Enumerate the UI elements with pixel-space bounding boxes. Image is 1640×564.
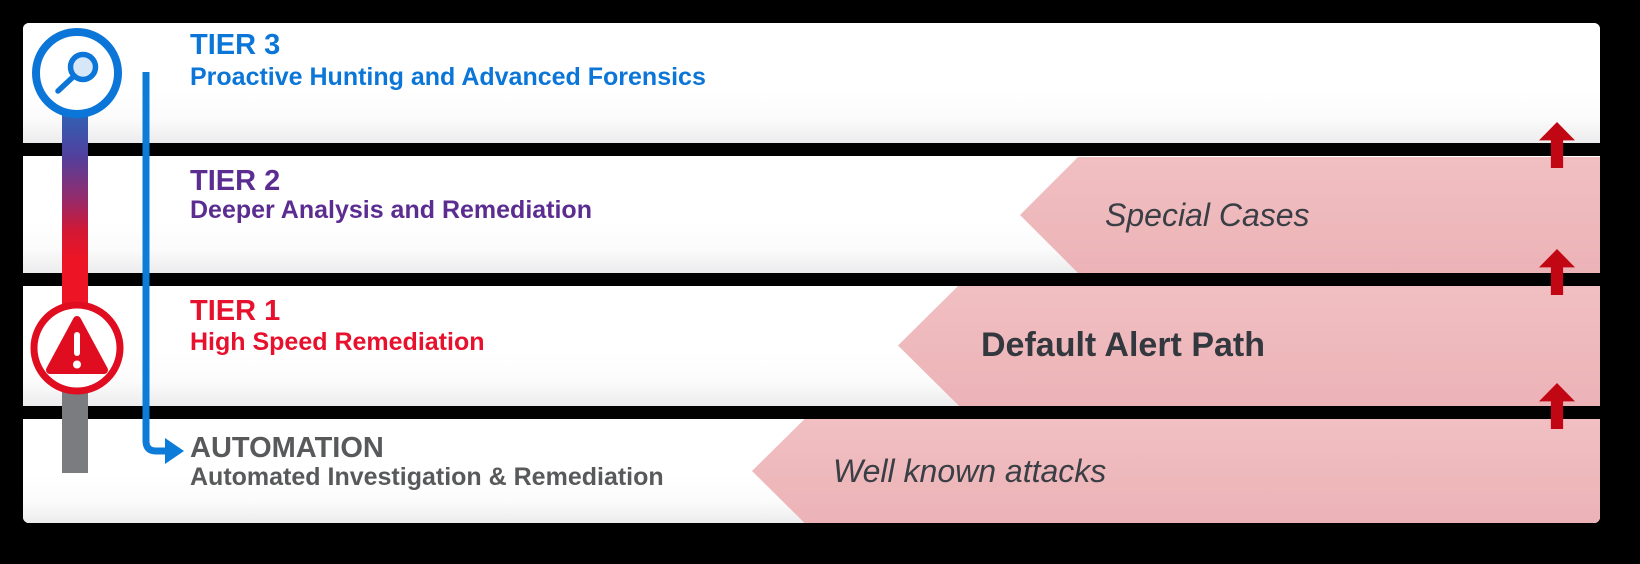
escalation-path-arrow: [142, 72, 184, 464]
banner-special-cases-label: Special Cases: [1105, 196, 1310, 233]
tier2-title: TIER 2: [190, 165, 281, 197]
banner-well-known-attacks-label: Well known attacks: [833, 452, 1107, 489]
severity-gradient-bar: [62, 112, 88, 473]
automation-subtitle: Automated Investigation & Remediation: [190, 463, 664, 491]
banner-special-cases: Special Cases: [1020, 157, 1600, 273]
automation-title: AUTOMATION: [190, 432, 384, 464]
tier1-subtitle: High Speed Remediation: [190, 328, 485, 356]
banner-default-alert-path-label: Default Alert Path: [981, 326, 1266, 364]
tier3-title: TIER 3: [190, 29, 281, 61]
tier3-subtitle: Proactive Hunting and Advanced Forensics: [190, 63, 706, 91]
banner-well-known-attacks: Well known attacks: [752, 419, 1600, 523]
tier3-band: [23, 23, 1600, 143]
alert-triangle-icon: [30, 301, 124, 395]
divider-tier1-automation: [23, 406, 1600, 419]
divider-tier2-tier1: [23, 273, 1600, 286]
magnifier-icon: [32, 28, 122, 118]
left-rail: [30, 28, 184, 473]
tier1-title: TIER 1: [190, 295, 281, 327]
divider-tier3-tier2: [23, 143, 1600, 156]
arrow-right-icon: [165, 438, 184, 464]
diagram-card: Special Cases Default Alert Path Well kn…: [23, 23, 1600, 523]
tier2-subtitle: Deeper Analysis and Remediation: [190, 196, 592, 224]
banner-default-alert-path: Default Alert Path: [898, 285, 1600, 406]
